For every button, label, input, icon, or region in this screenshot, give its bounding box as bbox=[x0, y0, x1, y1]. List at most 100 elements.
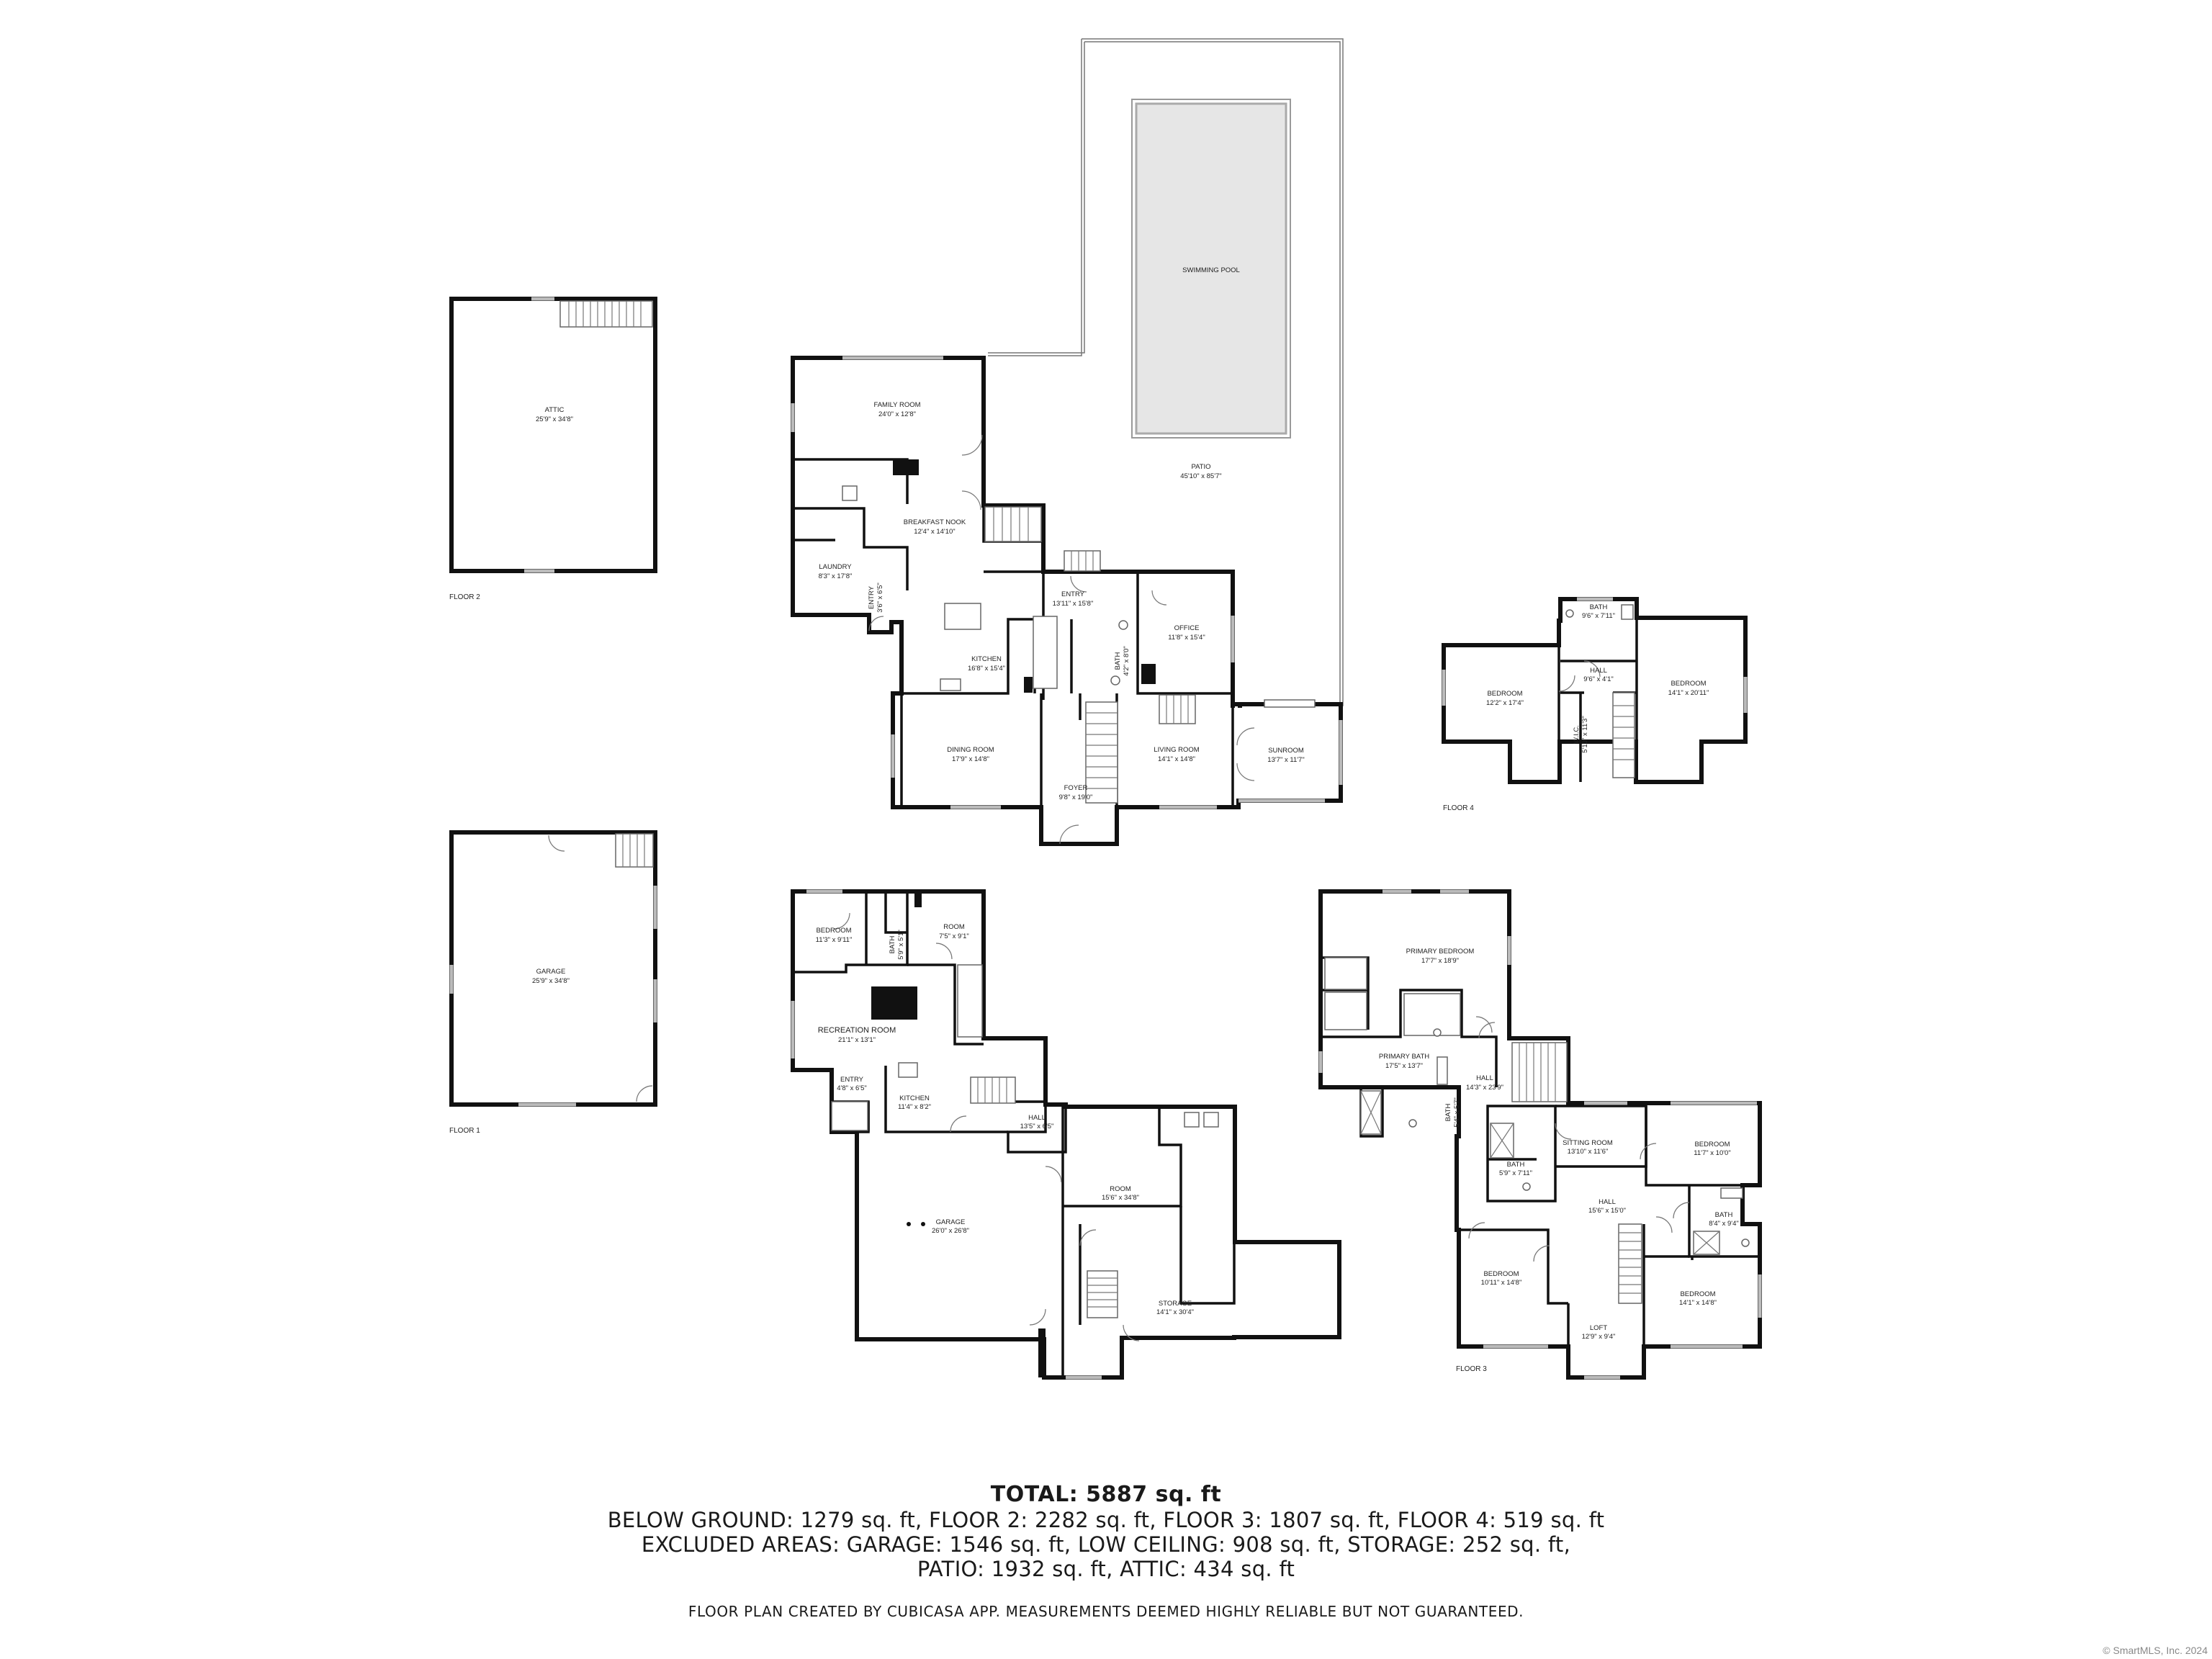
f3-bath-3-label: BATH bbox=[1715, 1211, 1733, 1219]
attic-label: ATTIC bbox=[545, 406, 565, 414]
f3-hall-1-label: HALL bbox=[1476, 1074, 1493, 1082]
patio-dimensions: 45'10" x 85'7" bbox=[1180, 472, 1221, 480]
recreation-room-label: RECREATION ROOM bbox=[818, 1026, 896, 1035]
f3-bath-2-label: BATH bbox=[1507, 1161, 1525, 1169]
breakfast-nook-label: BREAKFAST NOOK bbox=[904, 518, 966, 526]
main-entry-label: ENTRY bbox=[1061, 590, 1085, 598]
f3-bedroom-a-dimensions: 11'7" x 10'0" bbox=[1694, 1149, 1730, 1157]
office-label: OFFICE bbox=[1174, 624, 1200, 632]
f4-bedroom-1-label: BEDROOM bbox=[1487, 690, 1522, 698]
f3-bedroom-c-dimensions: 14'1" x 14'8" bbox=[1679, 1299, 1717, 1307]
below-bath-dimensions: 5'9" x 5'1" bbox=[897, 930, 905, 960]
sunroom-dimensions: 13'7" x 11'7" bbox=[1267, 756, 1304, 764]
below-room-label: ROOM bbox=[943, 923, 965, 931]
below-kitchen-dimensions: 11'4" x 8'2" bbox=[898, 1103, 931, 1111]
family-room-label: FAMILY ROOM bbox=[873, 401, 920, 409]
below-room-2-label: ROOM bbox=[1110, 1185, 1131, 1193]
f4-hall-label: HALL bbox=[1590, 667, 1607, 675]
below-bedroom-label: BEDROOM bbox=[816, 927, 851, 935]
below-room-2-dimensions: 15'6" x 34'8" bbox=[1102, 1194, 1139, 1202]
living-room-label: LIVING ROOM bbox=[1154, 746, 1199, 754]
kitchen-island bbox=[944, 603, 981, 630]
primary-bath-dimensions: 17'5" x 13'7" bbox=[1385, 1062, 1423, 1070]
sitting-room-label: SITTING ROOM bbox=[1563, 1139, 1613, 1147]
primary-bedroom-label: PRIMARY BEDROOM bbox=[1406, 948, 1475, 956]
below-bath-label: BATH bbox=[889, 936, 896, 954]
garage-label: GARAGE bbox=[536, 968, 566, 976]
f3-hall-2-dimensions: 15'6" x 15'0" bbox=[1588, 1207, 1626, 1215]
below-hall-label: HALL bbox=[1028, 1114, 1046, 1122]
small-entry-dimensions: 3'6" x 6'5" bbox=[876, 583, 884, 613]
breakfast-nook-dimensions: 12'4" x 14'10" bbox=[914, 528, 955, 536]
disclaimer-note: FLOOR PLAN CREATED BY CUBICASA APP. MEAS… bbox=[688, 1603, 1524, 1620]
floor-4-caption: FLOOR 4 bbox=[1443, 804, 1474, 812]
below-hall-dimensions: 13'5" x 6'5" bbox=[1020, 1123, 1054, 1130]
f4-hall-dimensions: 9'6" x 4'1" bbox=[1583, 675, 1614, 683]
f4-wic-label: W.I.C. bbox=[1573, 725, 1581, 744]
family-room-dimensions: 24'0" x 12'8" bbox=[878, 410, 916, 418]
bath-f2-label: BATH bbox=[1114, 652, 1122, 670]
f3-bedroom-b-dimensions: 10'11" x 14'8" bbox=[1481, 1279, 1522, 1287]
recreation-room-dimensions: 21'1" x 13'1" bbox=[838, 1036, 876, 1044]
bath-f2-dimensions: 4'2" x 8'0" bbox=[1123, 646, 1130, 676]
below-garage-label: GARAGE bbox=[936, 1218, 966, 1226]
swimming-pool bbox=[1135, 102, 1287, 435]
f3-bath-2-dimensions: 5'9" x 7'11" bbox=[1499, 1169, 1532, 1177]
f3-bedroom-c-label: BEDROOM bbox=[1680, 1290, 1715, 1298]
f3-bedroom-b-label: BEDROOM bbox=[1483, 1270, 1519, 1278]
floor-3-caption: FLOOR 3 bbox=[1456, 1365, 1487, 1373]
below-entry-label: ENTRY bbox=[840, 1076, 864, 1084]
f3-hall-1-dimensions: 14'3" x 23'9" bbox=[1466, 1084, 1503, 1092]
furnace-block bbox=[871, 986, 917, 1020]
sunroom-label: SUNROOM bbox=[1268, 747, 1304, 755]
f4-bedroom-1-dimensions: 12'2" x 17'4" bbox=[1486, 699, 1524, 707]
f3-bath-3-dimensions: 8'4" x 9'4" bbox=[1709, 1220, 1739, 1228]
floor-1-caption: FLOOR 1 bbox=[449, 1127, 480, 1135]
below-garage-dimensions: 26'0" x 26'8" bbox=[932, 1227, 969, 1235]
detached-garage-plan: GARAGE 25'9" x 34'8" bbox=[449, 830, 657, 1107]
loft-dimensions: 12'9" x 9'4" bbox=[1582, 1333, 1616, 1341]
floor-areas-line: BELOW GROUND: 1279 sq. ft, FLOOR 2: 2282… bbox=[607, 1508, 1605, 1532]
small-entry-label: ENTRY bbox=[868, 585, 876, 609]
f3-bedroom-a-label: BEDROOM bbox=[1694, 1141, 1730, 1148]
f4-bath-dimensions: 9'6" x 7'11" bbox=[1582, 612, 1615, 620]
excluded-areas-line: EXCLUDED AREAS: GARAGE: 1546 sq. ft, LOW… bbox=[641, 1532, 1571, 1557]
main-entry-dimensions: 13'11" x 15'8" bbox=[1053, 600, 1094, 608]
f4-wic-dimensions: 5'10" x 11'3" bbox=[1581, 716, 1589, 752]
storage-dimensions: 14'1" x 30'4" bbox=[1156, 1308, 1194, 1316]
dining-room-label: DINING ROOM bbox=[947, 746, 994, 754]
dining-room-dimensions: 17'9" x 14'8" bbox=[952, 755, 989, 763]
f4-bath-label: BATH bbox=[1590, 603, 1608, 611]
total-area-heading: TOTAL: 5887 sq. ft bbox=[990, 1482, 1222, 1507]
f3-bath-small-dimensions: 5'4" x 5'7" bbox=[1453, 1097, 1461, 1128]
kitchen-dimensions: 16'8" x 15'4" bbox=[968, 665, 1005, 673]
below-ground-plan: BEDROOM 11'3" x 9'11" BATH 5'9" x 5'1" R… bbox=[791, 889, 1341, 1380]
loft-label: LOFT bbox=[1590, 1324, 1607, 1332]
f3-bath-small-label: BATH bbox=[1444, 1104, 1452, 1122]
below-bedroom-dimensions: 11'3" x 9'11" bbox=[816, 936, 853, 944]
floor-3-plan: PRIMARY BEDROOM 17'7" x 18'9" PRIMARY BA… bbox=[1318, 889, 1762, 1380]
excluded-areas-line-2: PATIO: 1932 sq. ft, ATTIC: 434 sq. ft bbox=[917, 1557, 1295, 1581]
attic-plan: ATTIC 25'9" x 34'8" bbox=[449, 297, 657, 573]
below-entry-dimensions: 4'8" x 6'5" bbox=[837, 1084, 867, 1092]
garage-dimensions: 25'9" x 34'8" bbox=[532, 977, 570, 985]
f4-bedroom-2-dimensions: 14'1" x 20'11" bbox=[1668, 689, 1709, 697]
kitchen-label: KITCHEN bbox=[971, 655, 1002, 663]
foyer-dimensions: 9'8" x 19'0" bbox=[1059, 793, 1093, 801]
storage-label: STORAGE bbox=[1159, 1300, 1192, 1308]
main-floor-plan: FAMILY ROOM 24'0" x 12'8" BREAKFAST NOOK… bbox=[791, 356, 1343, 846]
floor-4-plan: BEDROOM 12'2" x 17'4" BATH 9'6" x 7'11" … bbox=[1442, 597, 1748, 784]
f4-bedroom-2-label: BEDROOM bbox=[1671, 680, 1706, 688]
copyright-notice: © SmartMLS, Inc. 2024 bbox=[2103, 1645, 2208, 1656]
floor-2-caption: FLOOR 2 bbox=[449, 593, 480, 601]
office-dimensions: 11'8" x 15'4" bbox=[1168, 634, 1205, 642]
laundry-label: LAUNDRY bbox=[819, 563, 852, 571]
foyer-label: FOYER bbox=[1064, 784, 1088, 792]
attic-dimensions: 25'9" x 34'8" bbox=[536, 415, 573, 423]
primary-bath-label: PRIMARY BATH bbox=[1379, 1053, 1429, 1061]
living-room-dimensions: 14'1" x 14'8" bbox=[1158, 755, 1195, 763]
laundry-dimensions: 8'3" x 17'8" bbox=[819, 572, 853, 580]
f3-hall-2-label: HALL bbox=[1599, 1198, 1616, 1206]
below-kitchen-label: KITCHEN bbox=[899, 1094, 930, 1102]
